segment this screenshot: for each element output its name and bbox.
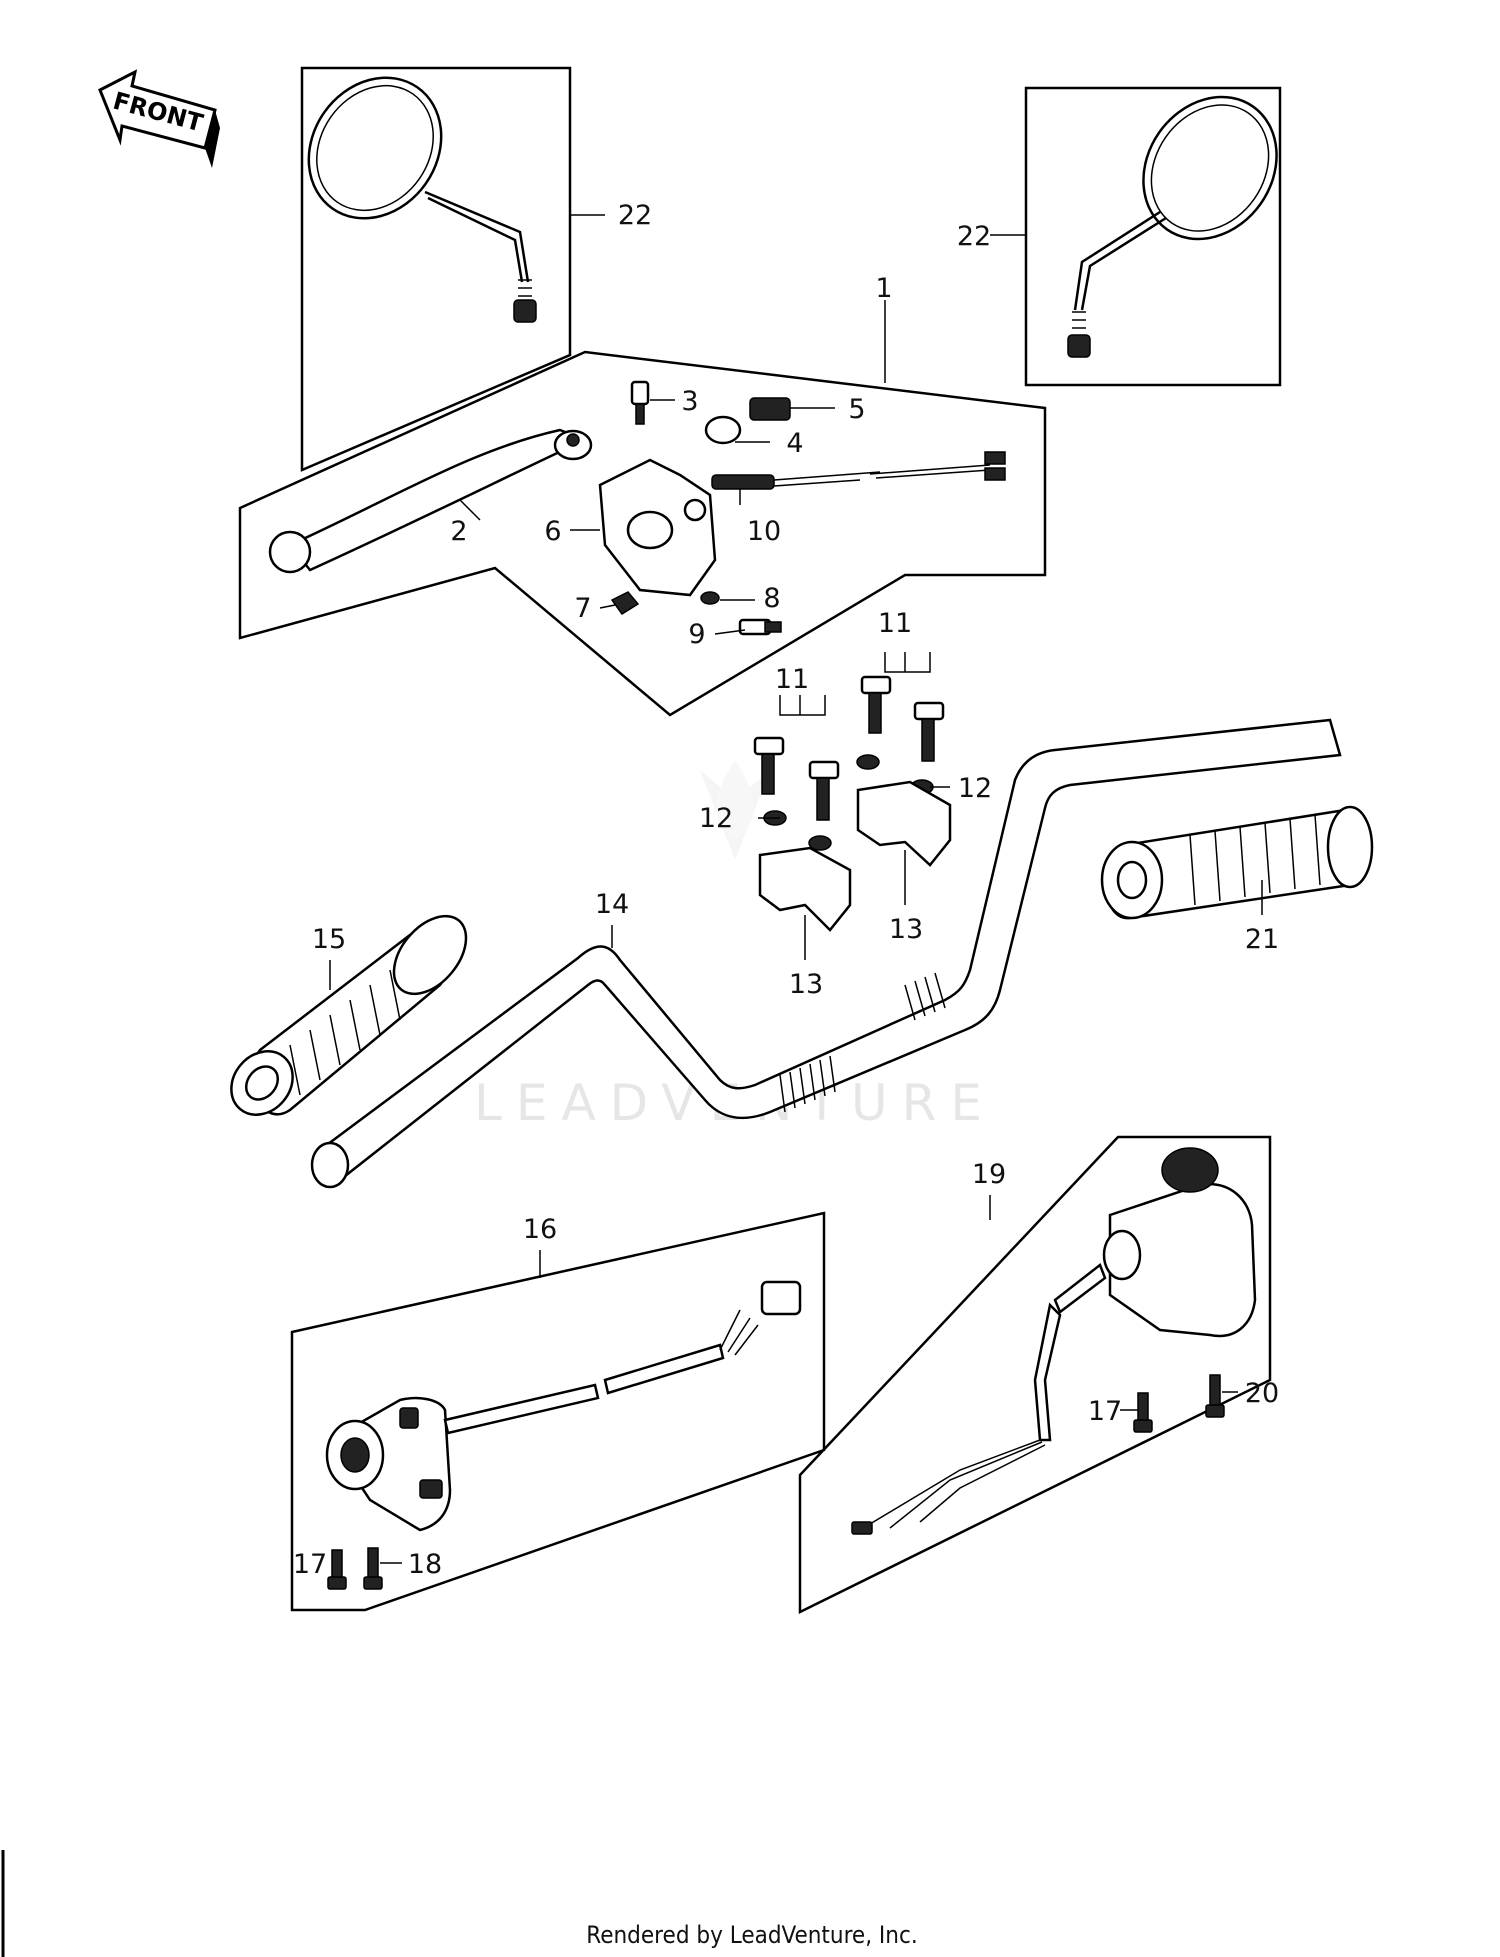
callout-1: 1 [875, 273, 892, 304]
callout-21: 21 [1245, 924, 1279, 955]
callout-13b: 13 [889, 914, 923, 945]
callout-17a: 17 [293, 1549, 327, 1580]
callout-4: 4 [786, 428, 803, 459]
callout-9: 9 [688, 619, 705, 650]
callout-18: 18 [408, 1549, 442, 1580]
callout-3: 3 [681, 386, 698, 417]
callout-2: 2 [450, 516, 467, 547]
callout-16: 16 [523, 1214, 557, 1245]
left-switch-housing-assembly [290, 1211, 826, 1612]
watermark-logo [700, 760, 770, 860]
right-grip [1100, 805, 1374, 920]
front-direction-arrow: FRONT [98, 69, 220, 168]
handlebar-clamp-assembly [753, 652, 952, 960]
callout-7: 7 [574, 593, 591, 624]
callout-10: 10 [747, 516, 781, 547]
callout-13a: 13 [789, 969, 823, 1000]
footer-credit: Rendered by LeadVenture, Inc. [586, 1921, 917, 1949]
right-mirror-assembly [990, 86, 1282, 387]
callout-11a: 11 [775, 664, 809, 695]
callout-15: 15 [312, 924, 346, 955]
right-switch-housing-assembly [798, 1135, 1272, 1615]
handlebar [310, 718, 1342, 1189]
callout-5: 5 [848, 394, 865, 425]
callout-8: 8 [763, 583, 780, 614]
callout-labels: 1 2 3 4 5 6 7 8 9 10 11 11 12 12 13 13 1… [293, 200, 1279, 1580]
clutch-lever-assembly [238, 300, 1047, 717]
callout-22a: 22 [618, 200, 652, 231]
callout-11b: 11 [878, 608, 912, 639]
callout-14: 14 [595, 889, 629, 920]
callout-19: 19 [972, 1159, 1006, 1190]
callout-22b: 22 [957, 221, 991, 252]
left-grip [230, 914, 468, 1116]
callout-20: 20 [1245, 1378, 1279, 1409]
callout-17b: 17 [1088, 1396, 1122, 1427]
callout-12a: 12 [699, 803, 733, 834]
callout-6: 6 [544, 516, 561, 547]
callout-12b: 12 [958, 773, 992, 804]
left-mirror-assembly [300, 66, 605, 472]
